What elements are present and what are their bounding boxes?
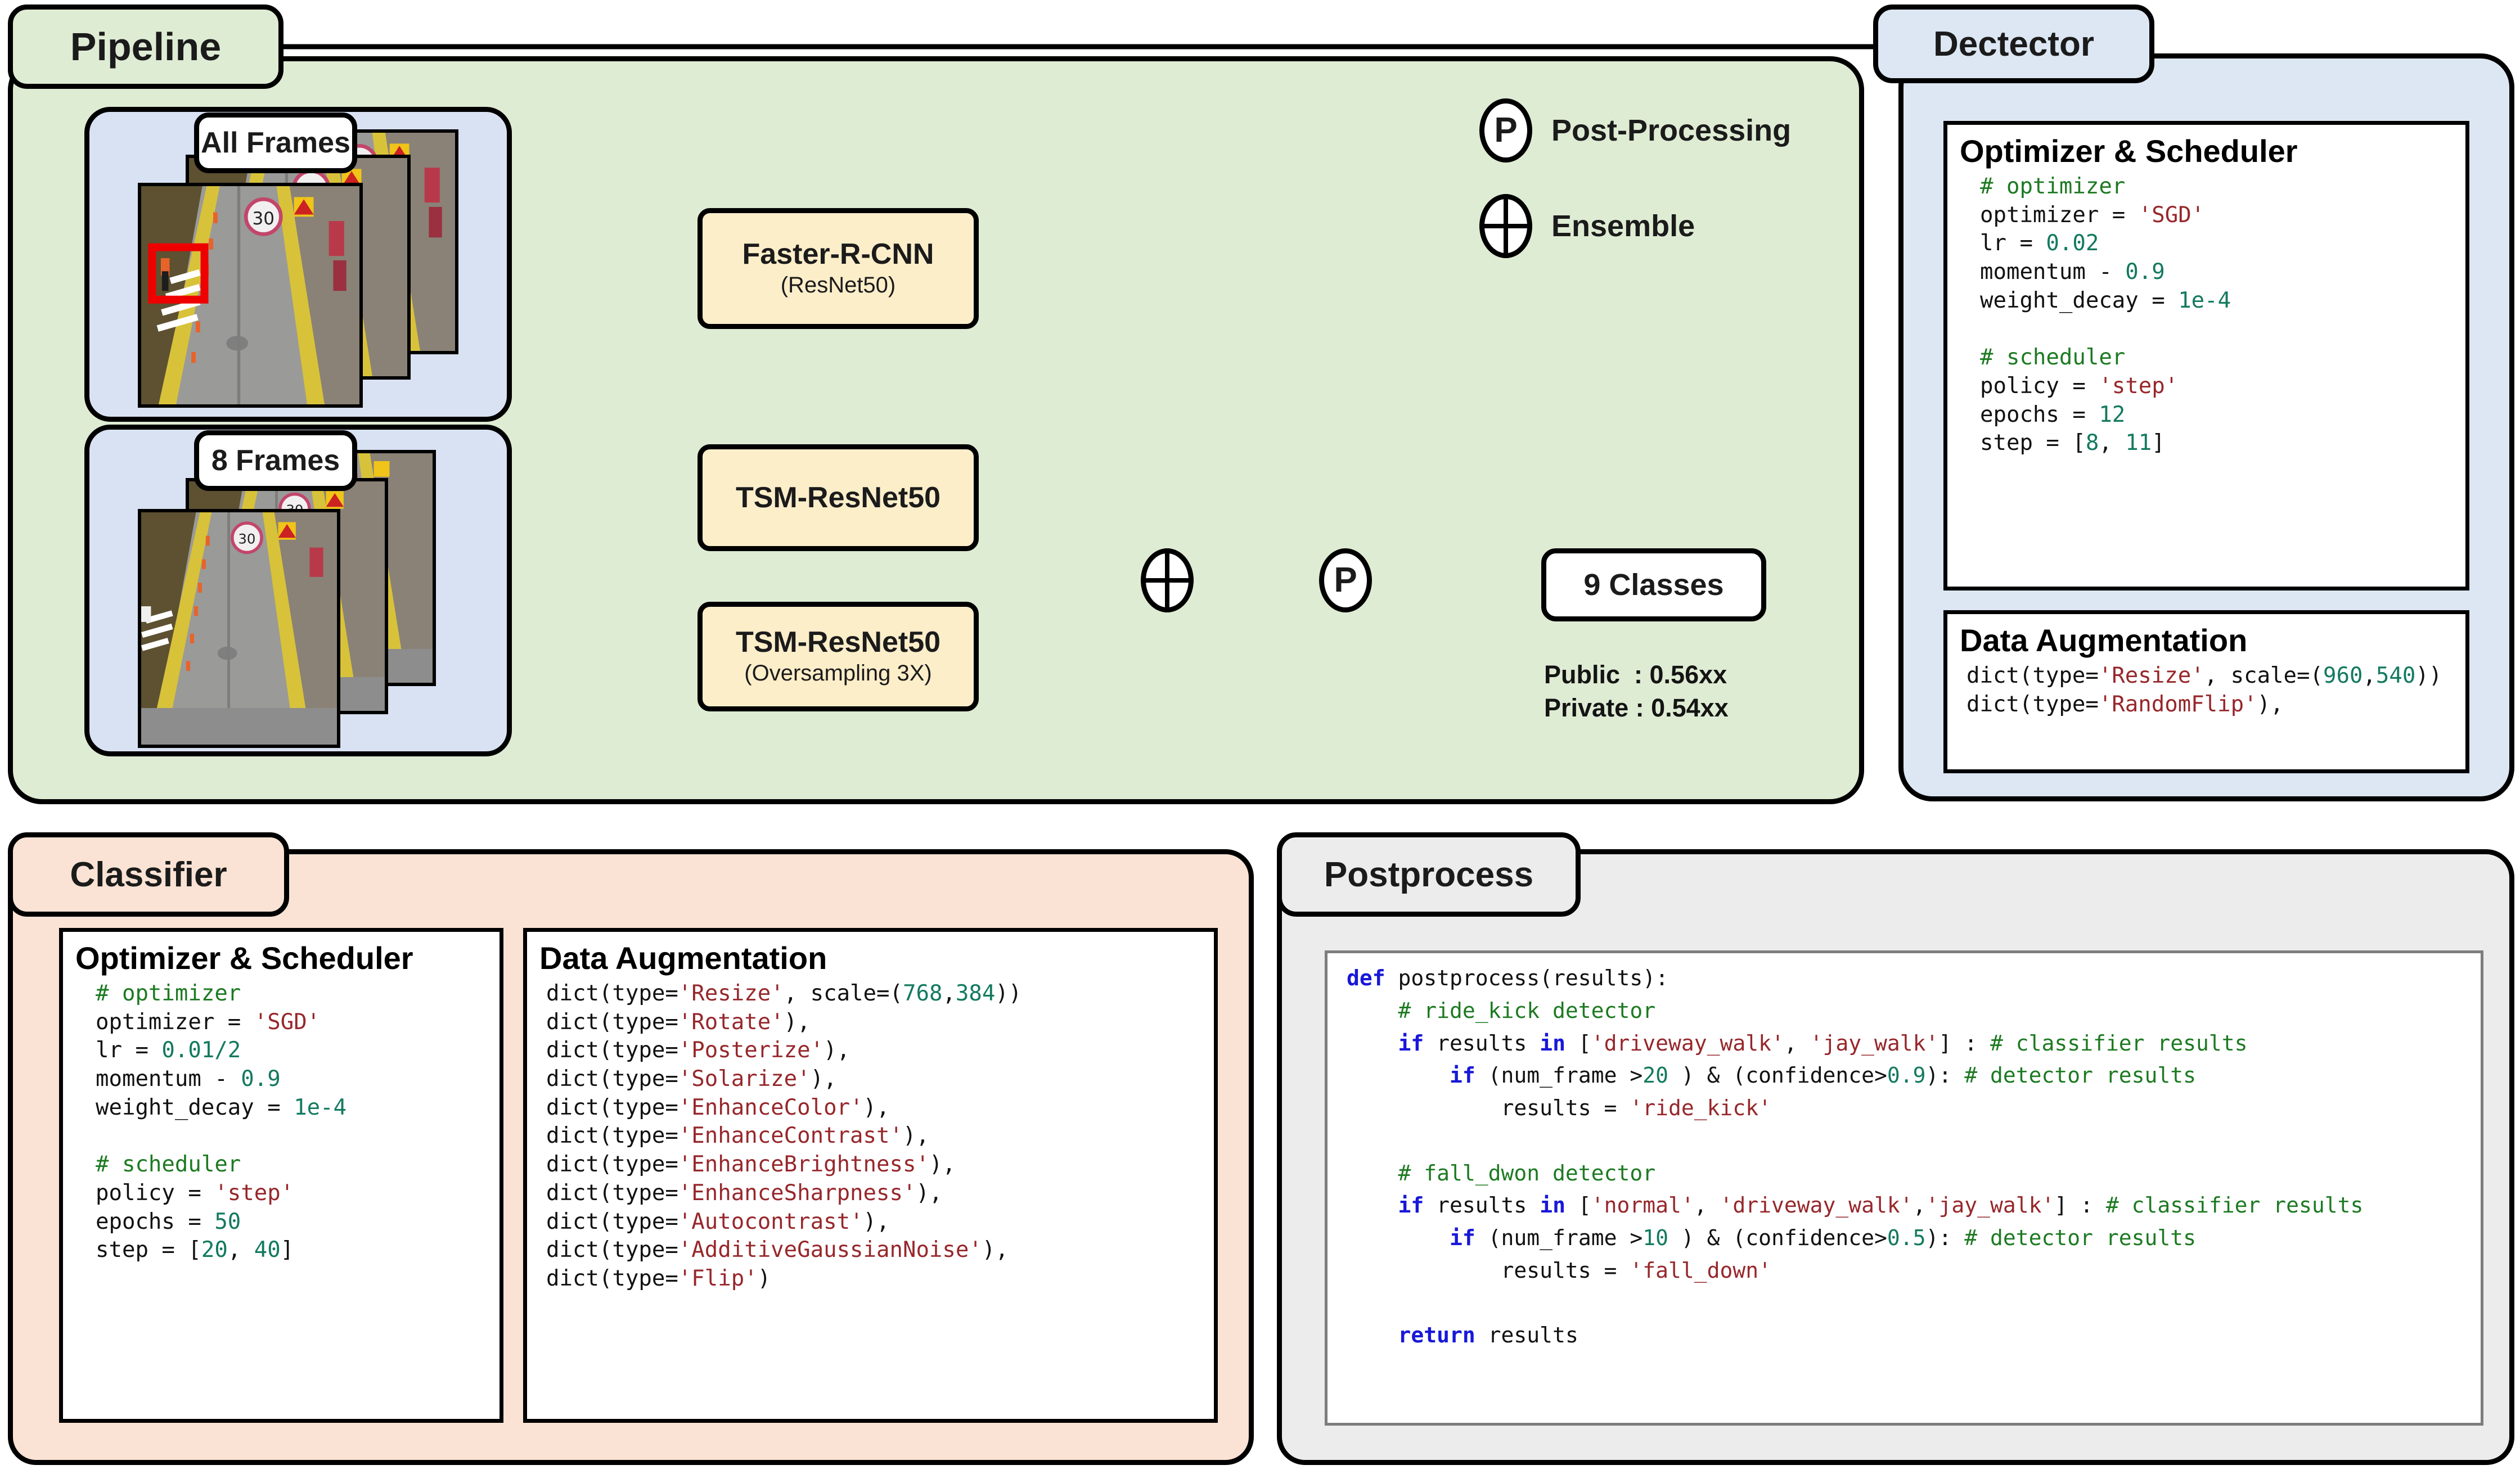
detector-optimizer-code: # optimizer optimizer = 'SGD' lr = 0.02 mom…	[1947, 173, 2465, 458]
code-line: # optimizer	[96, 981, 241, 1006]
score-summary: Public : 0.56xx Private : 0.54xx	[1544, 660, 1729, 723]
code-line	[96, 1122, 500, 1151]
ensemble-icon	[1479, 194, 1532, 258]
code-line: epochs = 50	[96, 1209, 241, 1234]
svg-text:30: 30	[253, 209, 275, 229]
model-subtitle: (Oversampling 3X)	[744, 661, 932, 686]
ensemble-node	[1141, 548, 1194, 612]
model-title: TSM-ResNet50	[735, 625, 941, 659]
code-line: weight_decay = 1e-4	[1980, 287, 2231, 313]
post-processing-letter: P	[1334, 561, 1357, 599]
card-title: Optimizer & Scheduler	[1960, 133, 2298, 169]
code-line: if (num_frame >10 ) & (confidence>0.5): …	[1450, 1225, 2197, 1250]
code-line: dict(type='Solarize'),	[546, 1066, 837, 1092]
classifier-augmentation-code: dict(type='Resize', scale=(768,384)) dict…	[527, 980, 1214, 1293]
code-line: step = [20, 40]	[96, 1237, 294, 1263]
code-line: lr = 0.02	[1980, 231, 2099, 256]
postprocessing-node: P	[1319, 548, 1372, 612]
code-line: dict(type='AdditiveGaussianNoise'),	[546, 1237, 1009, 1263]
ensemble-icon	[1141, 548, 1194, 612]
code-line: optimizer = 'SGD'	[96, 1009, 321, 1035]
code-line: # ride_kick detector	[1398, 998, 1656, 1023]
code-line: # scheduler	[1980, 345, 2126, 371]
postprocess-panel-title: Postprocess	[1277, 832, 1581, 917]
code-line: optimizer = 'SGD'	[1980, 202, 2205, 228]
code-line: step = [8, 11]	[1980, 430, 2165, 456]
eight-frames-label: 8 Frames	[194, 430, 357, 491]
model-title: TSM-ResNet50	[735, 481, 941, 514]
legend-symbol: P	[1494, 111, 1518, 150]
detector-panel-title: Dectector	[1873, 4, 2154, 83]
all-frames-label: All Frames	[194, 112, 357, 173]
code-line: dict(type='EnhanceColor'),	[546, 1094, 890, 1120]
code-line: # scheduler	[96, 1152, 241, 1178]
code-line: dict(type='EnhanceSharpness'),	[546, 1180, 943, 1206]
model-subtitle: (ResNet50)	[780, 273, 896, 298]
code-line	[1347, 1125, 2481, 1157]
legend-label: Ensemble	[1551, 209, 1695, 243]
code-line: return results	[1398, 1323, 1578, 1348]
detector-augmentation-code: dict(type='Resize', scale=(960,540)) dict…	[1947, 662, 2465, 719]
code-line: momentum - 0.9	[1980, 259, 2165, 285]
model-box-faster-rcnn[interactable]: Faster-R-CNN (ResNet50)	[698, 208, 979, 329]
legend-post-processing: P Post-Processing	[1479, 98, 1791, 163]
code-line: def postprocess(results):	[1347, 966, 1668, 990]
code-line: epochs = 12	[1980, 402, 2126, 427]
output-classes-label: 9 Classes	[1583, 568, 1724, 602]
legend-label: Post-Processing	[1551, 114, 1792, 147]
classifier-optimizer-card: Optimizer & Scheduler # optimizer optimiz…	[59, 928, 503, 1423]
output-classes-box: 9 Classes	[1541, 548, 1766, 621]
code-line: # fall_dwon detector	[1398, 1160, 1656, 1185]
code-line: dict(type='Autocontrast'),	[546, 1209, 890, 1234]
card-title: Data Augmentation	[539, 940, 827, 976]
code-line: # optimizer	[1980, 174, 2126, 199]
postprocess-code-card: def postprocess(results): # ride_kick de…	[1325, 950, 2483, 1426]
code-line: policy = 'step'	[1980, 373, 2179, 399]
code-line: dict(type='Rotate'),	[546, 1009, 811, 1035]
code-line: dict(type='Resize', scale=(768,384))	[546, 981, 1022, 1006]
code-line: lr = 0.01/2	[96, 1038, 241, 1063]
code-line	[1347, 1287, 2481, 1320]
code-line: results = 'fall_down'	[1347, 1257, 1771, 1283]
code-line: if results in ['normal', 'driveway_walk'…	[1398, 1193, 2364, 1218]
code-line: dict(type='RandomFlip'),	[1966, 691, 2284, 717]
code-line: dict(type='Posterize'),	[546, 1038, 850, 1063]
pipeline-panel-title: Pipeline	[8, 4, 284, 89]
model-box-tsm-resnet50-oversampling[interactable]: TSM-ResNet50 (Oversampling 3X)	[698, 602, 979, 711]
code-line: momentum - 0.9	[96, 1066, 281, 1092]
model-title: Faster-R-CNN	[742, 237, 934, 271]
post-processing-icon: P	[1479, 98, 1532, 163]
card-title: Data Augmentation	[1960, 623, 2248, 658]
code-line: policy = 'step'	[96, 1180, 294, 1206]
frame-thumbnail-front: 30	[138, 509, 340, 748]
code-line: if (num_frame >20 ) & (confidence>0.9): …	[1450, 1063, 2197, 1088]
code-line: dict(type='EnhanceContrast'),	[546, 1123, 929, 1149]
code-line: results = 'ride_kick'	[1347, 1096, 1771, 1120]
classifier-panel-title: Classifier	[8, 832, 289, 917]
card-title: Optimizer & Scheduler	[75, 940, 413, 976]
code-line: dict(type='Flip')	[546, 1265, 771, 1291]
detector-optimizer-card: Optimizer & Scheduler # optimizer optimiz…	[1943, 121, 2469, 590]
post-processing-icon: P	[1319, 548, 1372, 612]
model-box-tsm-resnet50[interactable]: TSM-ResNet50	[698, 444, 979, 551]
code-line: if results in ['driveway_walk', 'jay_wal…	[1398, 1030, 2248, 1056]
legend-ensemble: Ensemble	[1479, 194, 1695, 258]
code-line	[1980, 315, 2465, 344]
code-line: dict(type='Resize', scale=(960,540))	[1966, 663, 2442, 688]
postprocess-code: def postprocess(results): # ride_kick de…	[1328, 953, 2481, 1352]
code-line: weight_decay = 1e-4	[96, 1094, 347, 1120]
frame-thumbnail-front: 30	[138, 183, 363, 408]
code-line: dict(type='EnhanceBrightness'),	[546, 1152, 956, 1178]
classifier-optimizer-code: # optimizer optimizer = 'SGD' lr = 0.01/2 m…	[63, 980, 500, 1265]
detector-augmentation-card: Data Augmentation dict(type='Resize', sc…	[1943, 610, 2469, 773]
svg-text:30: 30	[238, 531, 255, 547]
classifier-augmentation-card: Data Augmentation dict(type='Resize', sc…	[523, 928, 1218, 1423]
